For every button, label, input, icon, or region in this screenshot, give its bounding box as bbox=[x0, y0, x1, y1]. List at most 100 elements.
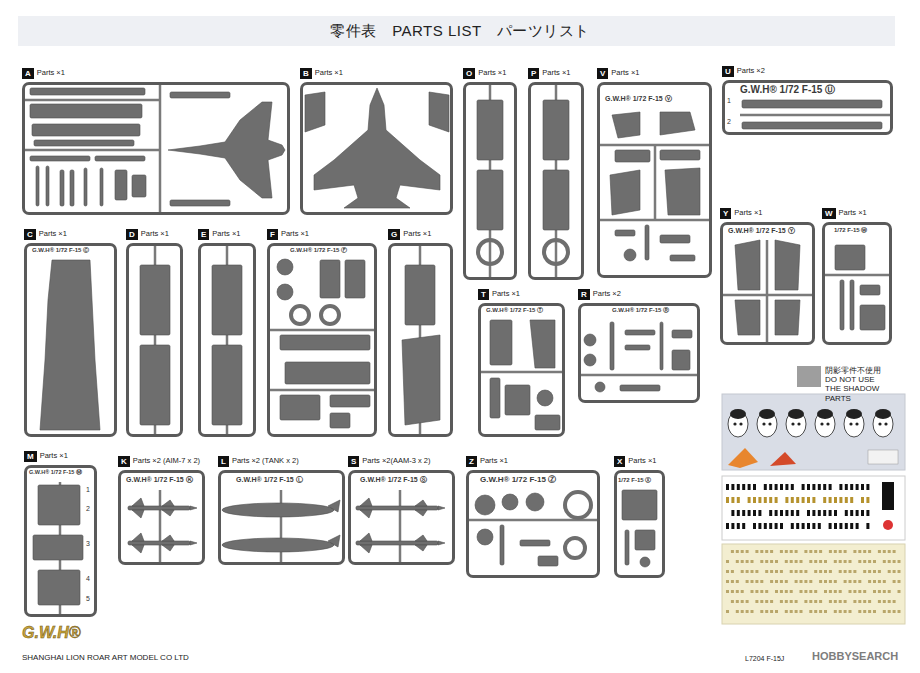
sprue-frame: XParts ×1 bbox=[614, 470, 665, 578]
sprue-part bbox=[672, 330, 692, 338]
sprue-part bbox=[490, 320, 512, 365]
sprue-part bbox=[162, 545, 174, 551]
sprue-part bbox=[30, 88, 145, 95]
sprue-part bbox=[850, 280, 854, 330]
sprue-part bbox=[128, 541, 190, 545]
sprue-frame: LParts ×2 (TANK x 2) bbox=[218, 470, 345, 565]
sprue-part bbox=[285, 362, 370, 384]
legend-swatch bbox=[797, 366, 821, 387]
sprue-part bbox=[610, 170, 640, 215]
sprue-part bbox=[320, 260, 340, 298]
sprue-header: WParts ×1 bbox=[822, 208, 867, 219]
sprue-part bbox=[775, 300, 800, 335]
sprue-frame: EParts ×1 bbox=[198, 243, 256, 437]
callout-number: 1 bbox=[727, 97, 731, 105]
sprue-part bbox=[625, 330, 655, 335]
sprue-part bbox=[345, 260, 365, 298]
legend-row: 阴影零件不使用 DO NOT USE THE SHADOW PARTS bbox=[797, 366, 891, 403]
sprue-frame: CParts ×1 bbox=[24, 243, 117, 437]
callout-number: 4 bbox=[86, 575, 90, 583]
parts-count: Parts ×1 bbox=[281, 230, 309, 239]
parts-count: Parts ×1 bbox=[212, 230, 240, 239]
sprue-part bbox=[620, 385, 660, 391]
sprue-part bbox=[840, 280, 844, 330]
sprue-part bbox=[490, 378, 500, 418]
sprue-part bbox=[46, 166, 49, 206]
sprue-header: UParts ×2 bbox=[722, 66, 765, 77]
runner bbox=[280, 490, 283, 565]
sprue-letter: U bbox=[722, 66, 734, 77]
sprue-part bbox=[610, 322, 614, 370]
sprue-part bbox=[660, 235, 690, 243]
parts-count: Parts ×1 bbox=[492, 290, 520, 299]
sprue-part bbox=[40, 260, 100, 430]
sprue-part bbox=[775, 240, 800, 290]
sprue-part bbox=[835, 245, 865, 270]
sprue-part bbox=[330, 395, 370, 407]
sprue-part bbox=[360, 510, 372, 518]
sprue-part bbox=[212, 265, 242, 335]
sprue-letter: Z bbox=[466, 456, 477, 467]
sprue-part bbox=[222, 538, 334, 552]
sprue-part bbox=[280, 395, 320, 420]
footer-note: L7204 F-15J bbox=[745, 655, 784, 663]
sprue-part bbox=[565, 492, 591, 518]
sprue-part bbox=[543, 170, 569, 230]
callout-number: 3 bbox=[86, 540, 90, 548]
runner bbox=[578, 374, 700, 377]
sprue-tag: 1/72 F-15 Ⓧ bbox=[618, 477, 651, 484]
sprue-letter: V bbox=[597, 68, 608, 79]
sprue-part bbox=[190, 541, 197, 545]
sprue-header: VParts ×1 bbox=[597, 68, 639, 79]
sprue-part bbox=[584, 334, 596, 346]
sprue-part bbox=[478, 240, 502, 264]
sprue-part bbox=[502, 494, 518, 510]
runner bbox=[399, 490, 402, 565]
sprue-part bbox=[132, 498, 144, 506]
sprue-header: KParts ×2 (AIM-7 x 2) bbox=[118, 456, 200, 467]
watermark: HOBBYSEARCH bbox=[812, 650, 898, 662]
sprue-header: GParts ×1 bbox=[388, 229, 431, 240]
parts-count: Parts ×1 bbox=[628, 457, 656, 466]
sprue-part bbox=[565, 538, 585, 558]
parts-count: Parts ×1 bbox=[480, 457, 508, 466]
sprue-part bbox=[36, 166, 39, 206]
sprue-letter: O bbox=[463, 68, 475, 79]
sprue-part bbox=[360, 545, 372, 553]
sprue-part bbox=[672, 350, 690, 370]
sprue-letter: A bbox=[22, 68, 34, 79]
parts-count: Parts ×1 bbox=[39, 230, 67, 239]
sprue-letter: G bbox=[388, 229, 400, 240]
sprue-frame: TParts ×1 bbox=[478, 303, 565, 437]
sprue-part bbox=[70, 170, 74, 206]
sprue-header: XParts ×1 bbox=[614, 456, 656, 467]
callout-number: 5 bbox=[86, 595, 90, 603]
sprue-letter: D bbox=[126, 229, 138, 240]
runner bbox=[766, 240, 769, 345]
sprue-part bbox=[635, 530, 655, 550]
sprue-part bbox=[84, 168, 87, 206]
sprue-part bbox=[429, 92, 449, 132]
sprue-part bbox=[168, 102, 285, 198]
sprue-part bbox=[475, 495, 495, 515]
sprue-part bbox=[280, 335, 370, 350]
parts-count: Parts ×1 bbox=[403, 230, 431, 239]
sprue-part bbox=[38, 485, 80, 525]
sprue-header: FParts ×1 bbox=[267, 229, 309, 240]
sprue-part bbox=[477, 529, 493, 545]
sprue-frame: FParts ×1 bbox=[267, 243, 377, 437]
sprue-tag: G.W.H® 1/72 F-15 Ⓥ bbox=[605, 95, 672, 103]
sprue-header: CParts ×1 bbox=[24, 229, 67, 240]
sprue-part bbox=[438, 541, 445, 545]
sprue-letter: B bbox=[300, 68, 312, 79]
sprue-part bbox=[170, 200, 230, 206]
sprue-part bbox=[526, 493, 544, 511]
legend-text: 阴影零件不使用 DO NOT USE THE SHADOW PARTS bbox=[825, 366, 891, 403]
sprue-part bbox=[595, 382, 605, 392]
sprue-part bbox=[625, 530, 629, 565]
parts-count: Parts ×2 (TANK x 2) bbox=[232, 457, 299, 466]
sprue-part bbox=[735, 240, 760, 290]
sprue-part bbox=[670, 255, 695, 261]
sprue-part bbox=[415, 500, 427, 506]
